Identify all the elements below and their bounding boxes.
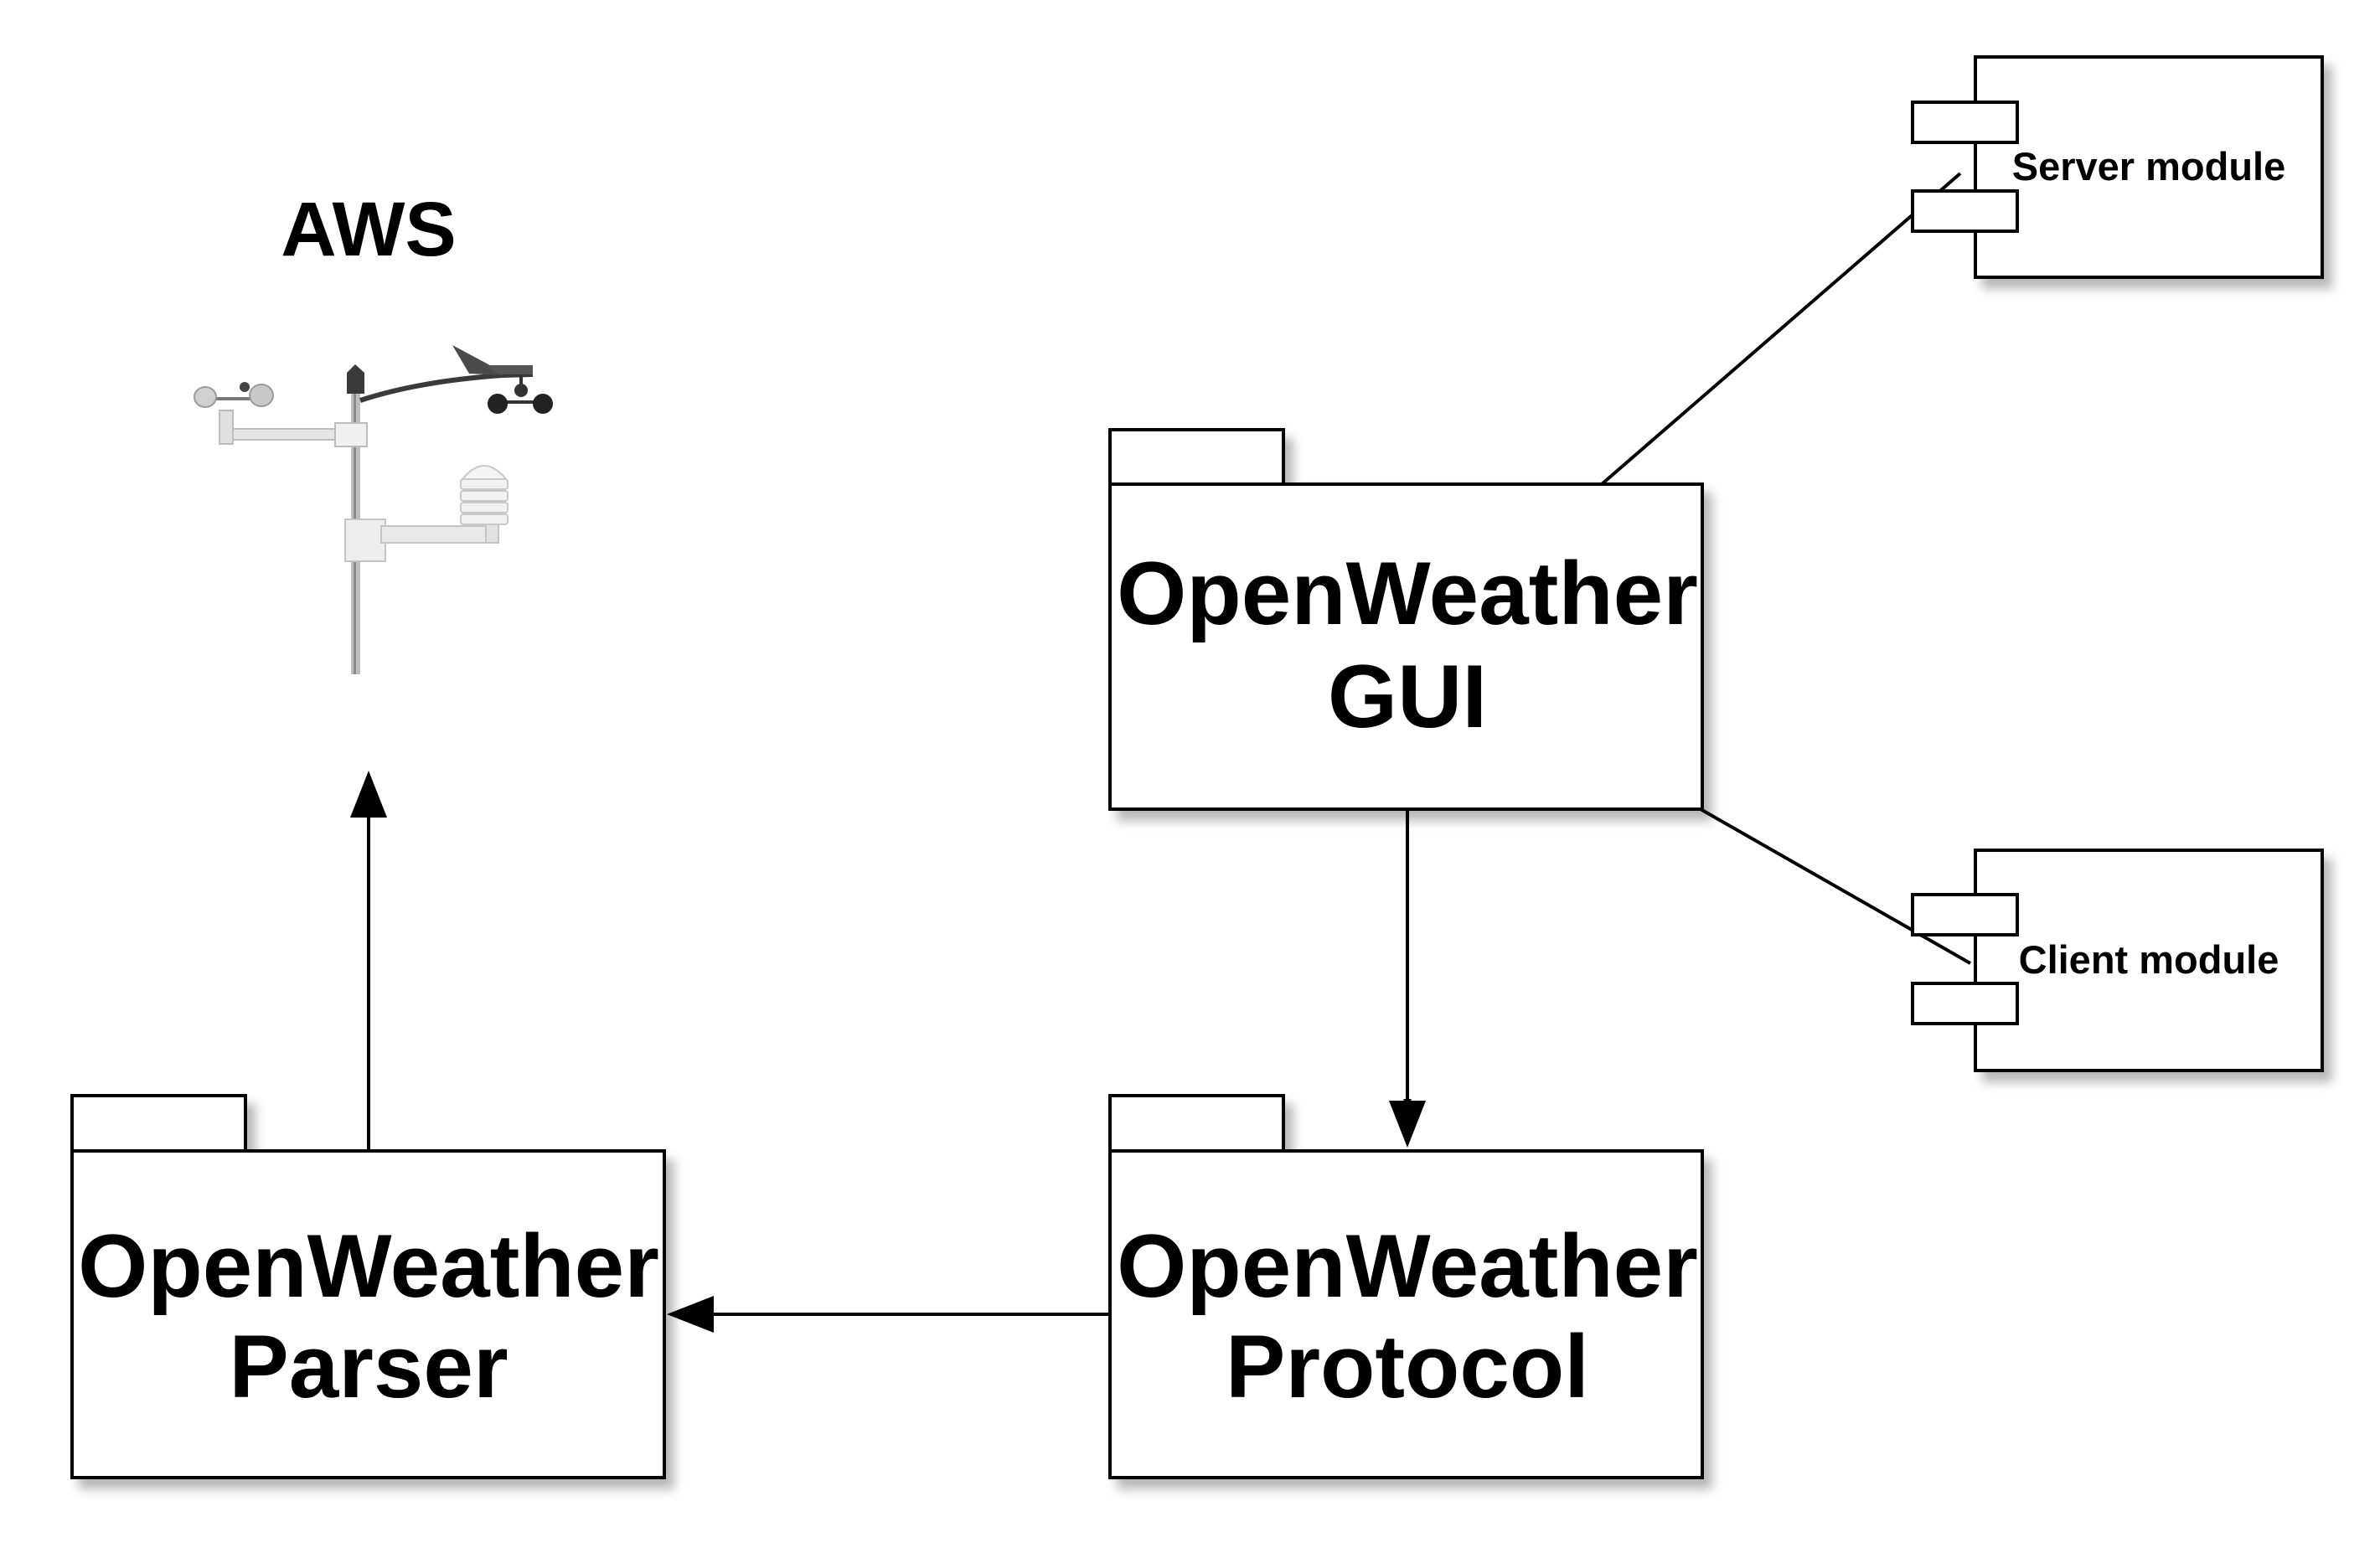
component-client-module (1911, 849, 2324, 1072)
weather-station-icon (194, 345, 553, 674)
server-module-label: Server module (2012, 144, 2286, 188)
client-module-label: Client module (2019, 937, 2279, 982)
aws-label: AWS (281, 187, 457, 272)
package-body (1108, 1149, 1704, 1479)
package-tab (1108, 428, 1285, 486)
gui-to-client-connector (1700, 807, 1971, 965)
package-body (70, 1149, 666, 1479)
component-server-module (1911, 55, 2324, 279)
gui-to-protocol-arrowhead (1389, 1101, 1426, 1148)
package-openweather-protocol (1108, 1094, 1704, 1479)
package-openweather-gui (1108, 428, 1704, 811)
package-openweather-parser (70, 1094, 666, 1479)
gui-to-server-connector (1600, 172, 1962, 486)
gui-package-subtitle: GUI (1328, 646, 1487, 746)
protocol-package-subtitle: Protocol (1226, 1316, 1589, 1416)
protocol-to-parser-arrowhead (667, 1296, 714, 1333)
parser-package-subtitle: Parser (229, 1316, 508, 1416)
component-port-top (1911, 893, 2019, 936)
component-port-bottom (1911, 982, 2019, 1025)
package-tab (70, 1094, 247, 1153)
component-port-top (1911, 101, 2019, 144)
gui-package-title: OpenWeather (1117, 543, 1698, 643)
protocol-package-title: OpenWeather (1117, 1215, 1698, 1316)
parser-to-aws-arrowhead (350, 771, 387, 818)
parser-package-title: OpenWeather (78, 1215, 659, 1316)
component-port-bottom (1911, 189, 2019, 233)
component-body (1974, 849, 2324, 1072)
package-body (1108, 482, 1704, 811)
connectors (350, 172, 1971, 1333)
component-body (1974, 55, 2324, 279)
package-tab (1108, 1094, 1285, 1153)
